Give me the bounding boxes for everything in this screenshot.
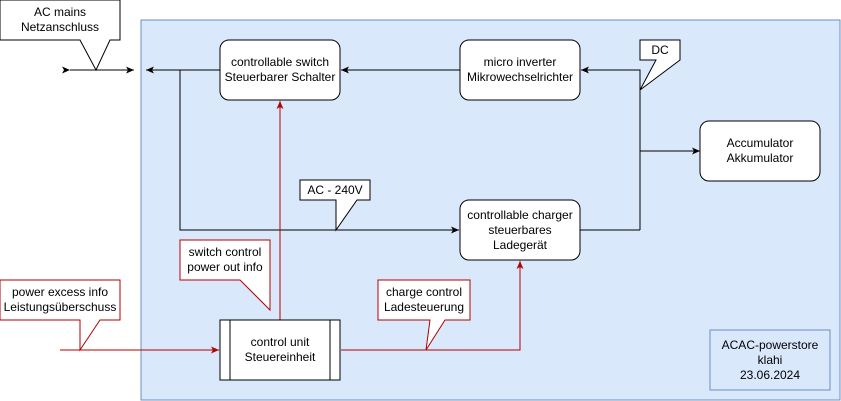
ac-240-label: AC - 240V — [307, 183, 362, 197]
control-unit-label-line1: control unit — [251, 335, 310, 349]
switch-label-line1: controllable switch — [231, 55, 329, 69]
ac-mains-label-line2: Netzanschluss — [21, 20, 99, 34]
switch-control-label-line1: switch control — [189, 245, 262, 259]
ac-mains-callout: AC mains Netzanschluss — [0, 0, 121, 72]
accumulator-node: Accumulator Akkumulator — [699, 120, 821, 182]
power-excess-label-line2: Leistungsüberschuss — [4, 300, 117, 314]
info-title: ACAC-powerstore — [722, 338, 819, 352]
power-excess-label-line1: power excess info — [12, 285, 108, 299]
charger-label-line3: Ladegerät — [493, 238, 548, 252]
dc-label: DC — [651, 43, 669, 57]
info-author: klahi — [758, 353, 783, 367]
dc-callout: DC — [639, 39, 681, 91]
charge-control-label-line2: Ladesteuerung — [384, 300, 464, 314]
inverter-node: micro inverter Mikrowechselrichter — [459, 39, 581, 101]
charge-control-callout: charge control Ladesteuerung — [377, 279, 471, 351]
charger-node: controllable charger steuerbares Ladeger… — [459, 199, 581, 261]
switch-control-label-line2: power out info — [187, 260, 263, 274]
ac-mains-label-line1: AC mains — [34, 5, 86, 19]
charge-control-wire — [341, 261, 524, 351]
ac-to-charger-wire — [179, 70, 459, 234]
inverter-label-line2: Mikrowechselrichter — [467, 70, 573, 84]
charger-label-line1: controllable charger — [467, 208, 572, 222]
info-box: ACAC-powerstore klahi 23.06.2024 — [709, 329, 831, 391]
control-unit-label-line2: Steuereinheit — [245, 350, 316, 364]
inverter-label-line1: micro inverter — [484, 55, 557, 69]
charge-control-label-line1: charge control — [386, 285, 462, 299]
info-date: 23.06.2024 — [740, 368, 800, 382]
power-wires — [62, 66, 700, 234]
switch-node: controllable switch Steuerbarer Schalter — [219, 39, 341, 101]
accumulator-label-line1: Accumulator — [727, 136, 794, 150]
switch-control-callout: switch control power out info — [179, 239, 271, 312]
accumulator-label-line2: Akkumulator — [727, 151, 794, 165]
power-excess-callout: power excess info Leistungsüberschuss — [0, 279, 121, 352]
switch-label-line2: Steuerbarer Schalter — [225, 70, 336, 84]
ac-240-callout: AC - 240V — [299, 179, 371, 232]
control-unit-node: control unit Steuereinheit — [219, 319, 341, 381]
charger-label-line2: steuerbares — [488, 223, 551, 237]
control-wires — [60, 101, 524, 354]
